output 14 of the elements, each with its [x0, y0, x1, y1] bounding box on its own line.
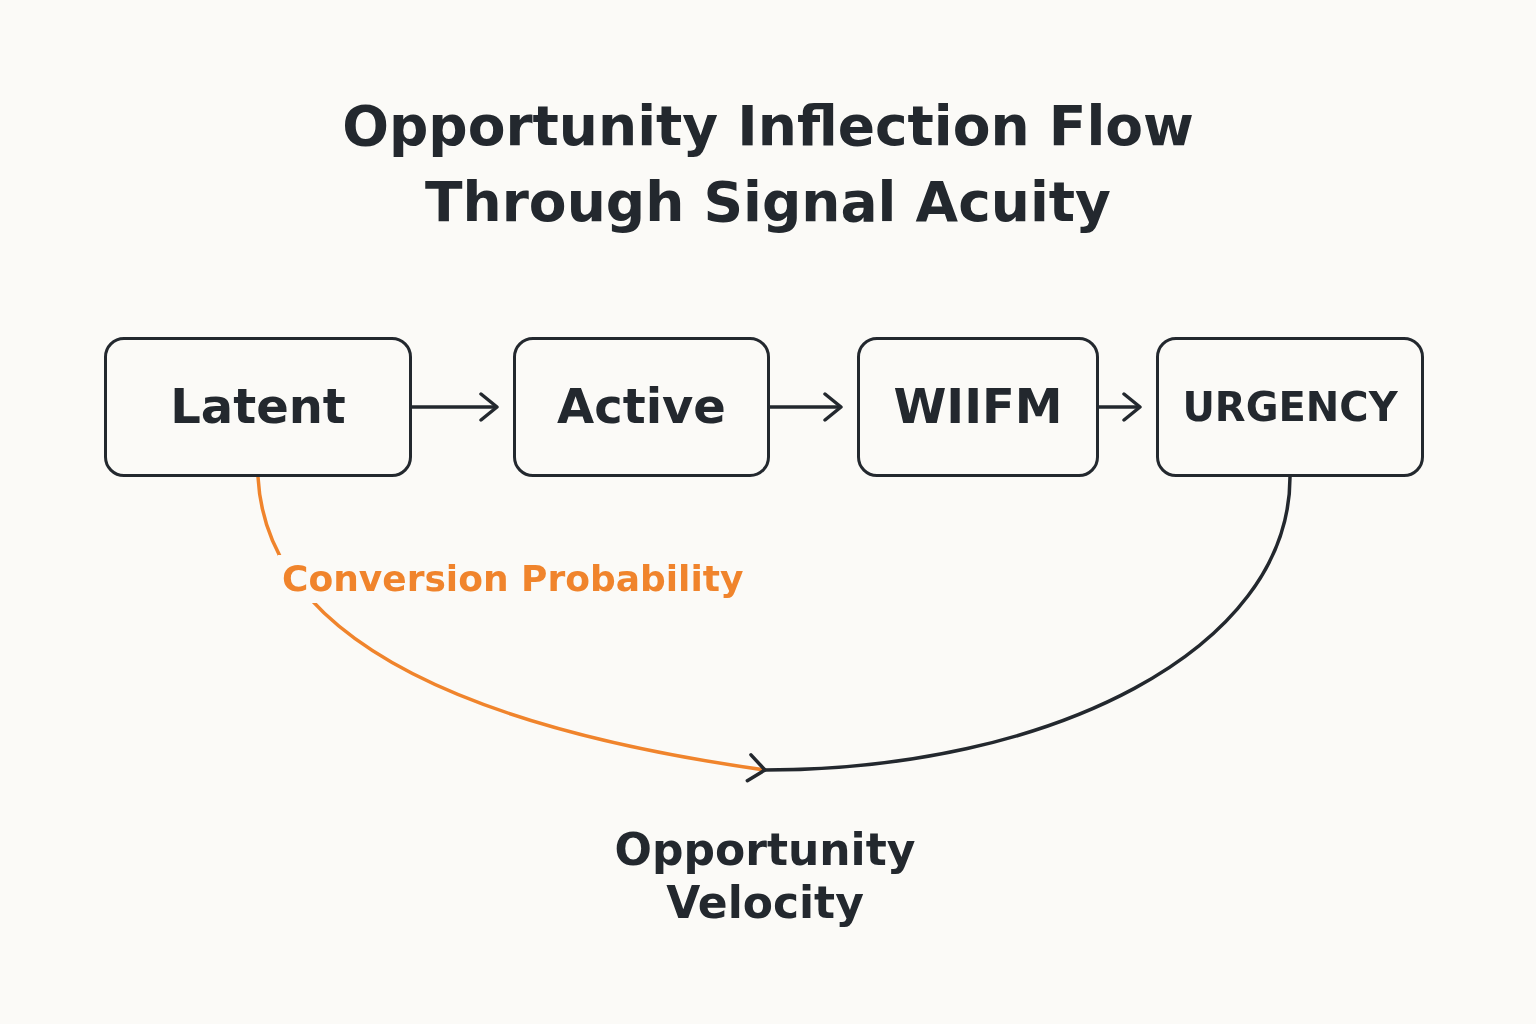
stage-box [857, 337, 1099, 477]
arrow [1099, 392, 1142, 422]
diagram-title: Opportunity Inflection Flow Through Signal Acuity [341, 93, 1195, 236]
arrow [256, 476, 767, 783]
stage-box [104, 337, 412, 477]
stage-label: Latent [170, 378, 346, 436]
stage-label: URGENCY [1182, 383, 1398, 431]
arrow [770, 392, 843, 422]
stage-box [1156, 337, 1424, 477]
stage-box [513, 337, 770, 477]
stage-label: WIIFM [893, 378, 1063, 436]
arrow [412, 392, 499, 422]
outcome-label: Opportunity Velocity [614, 824, 916, 930]
stage-label: Active [557, 378, 726, 436]
